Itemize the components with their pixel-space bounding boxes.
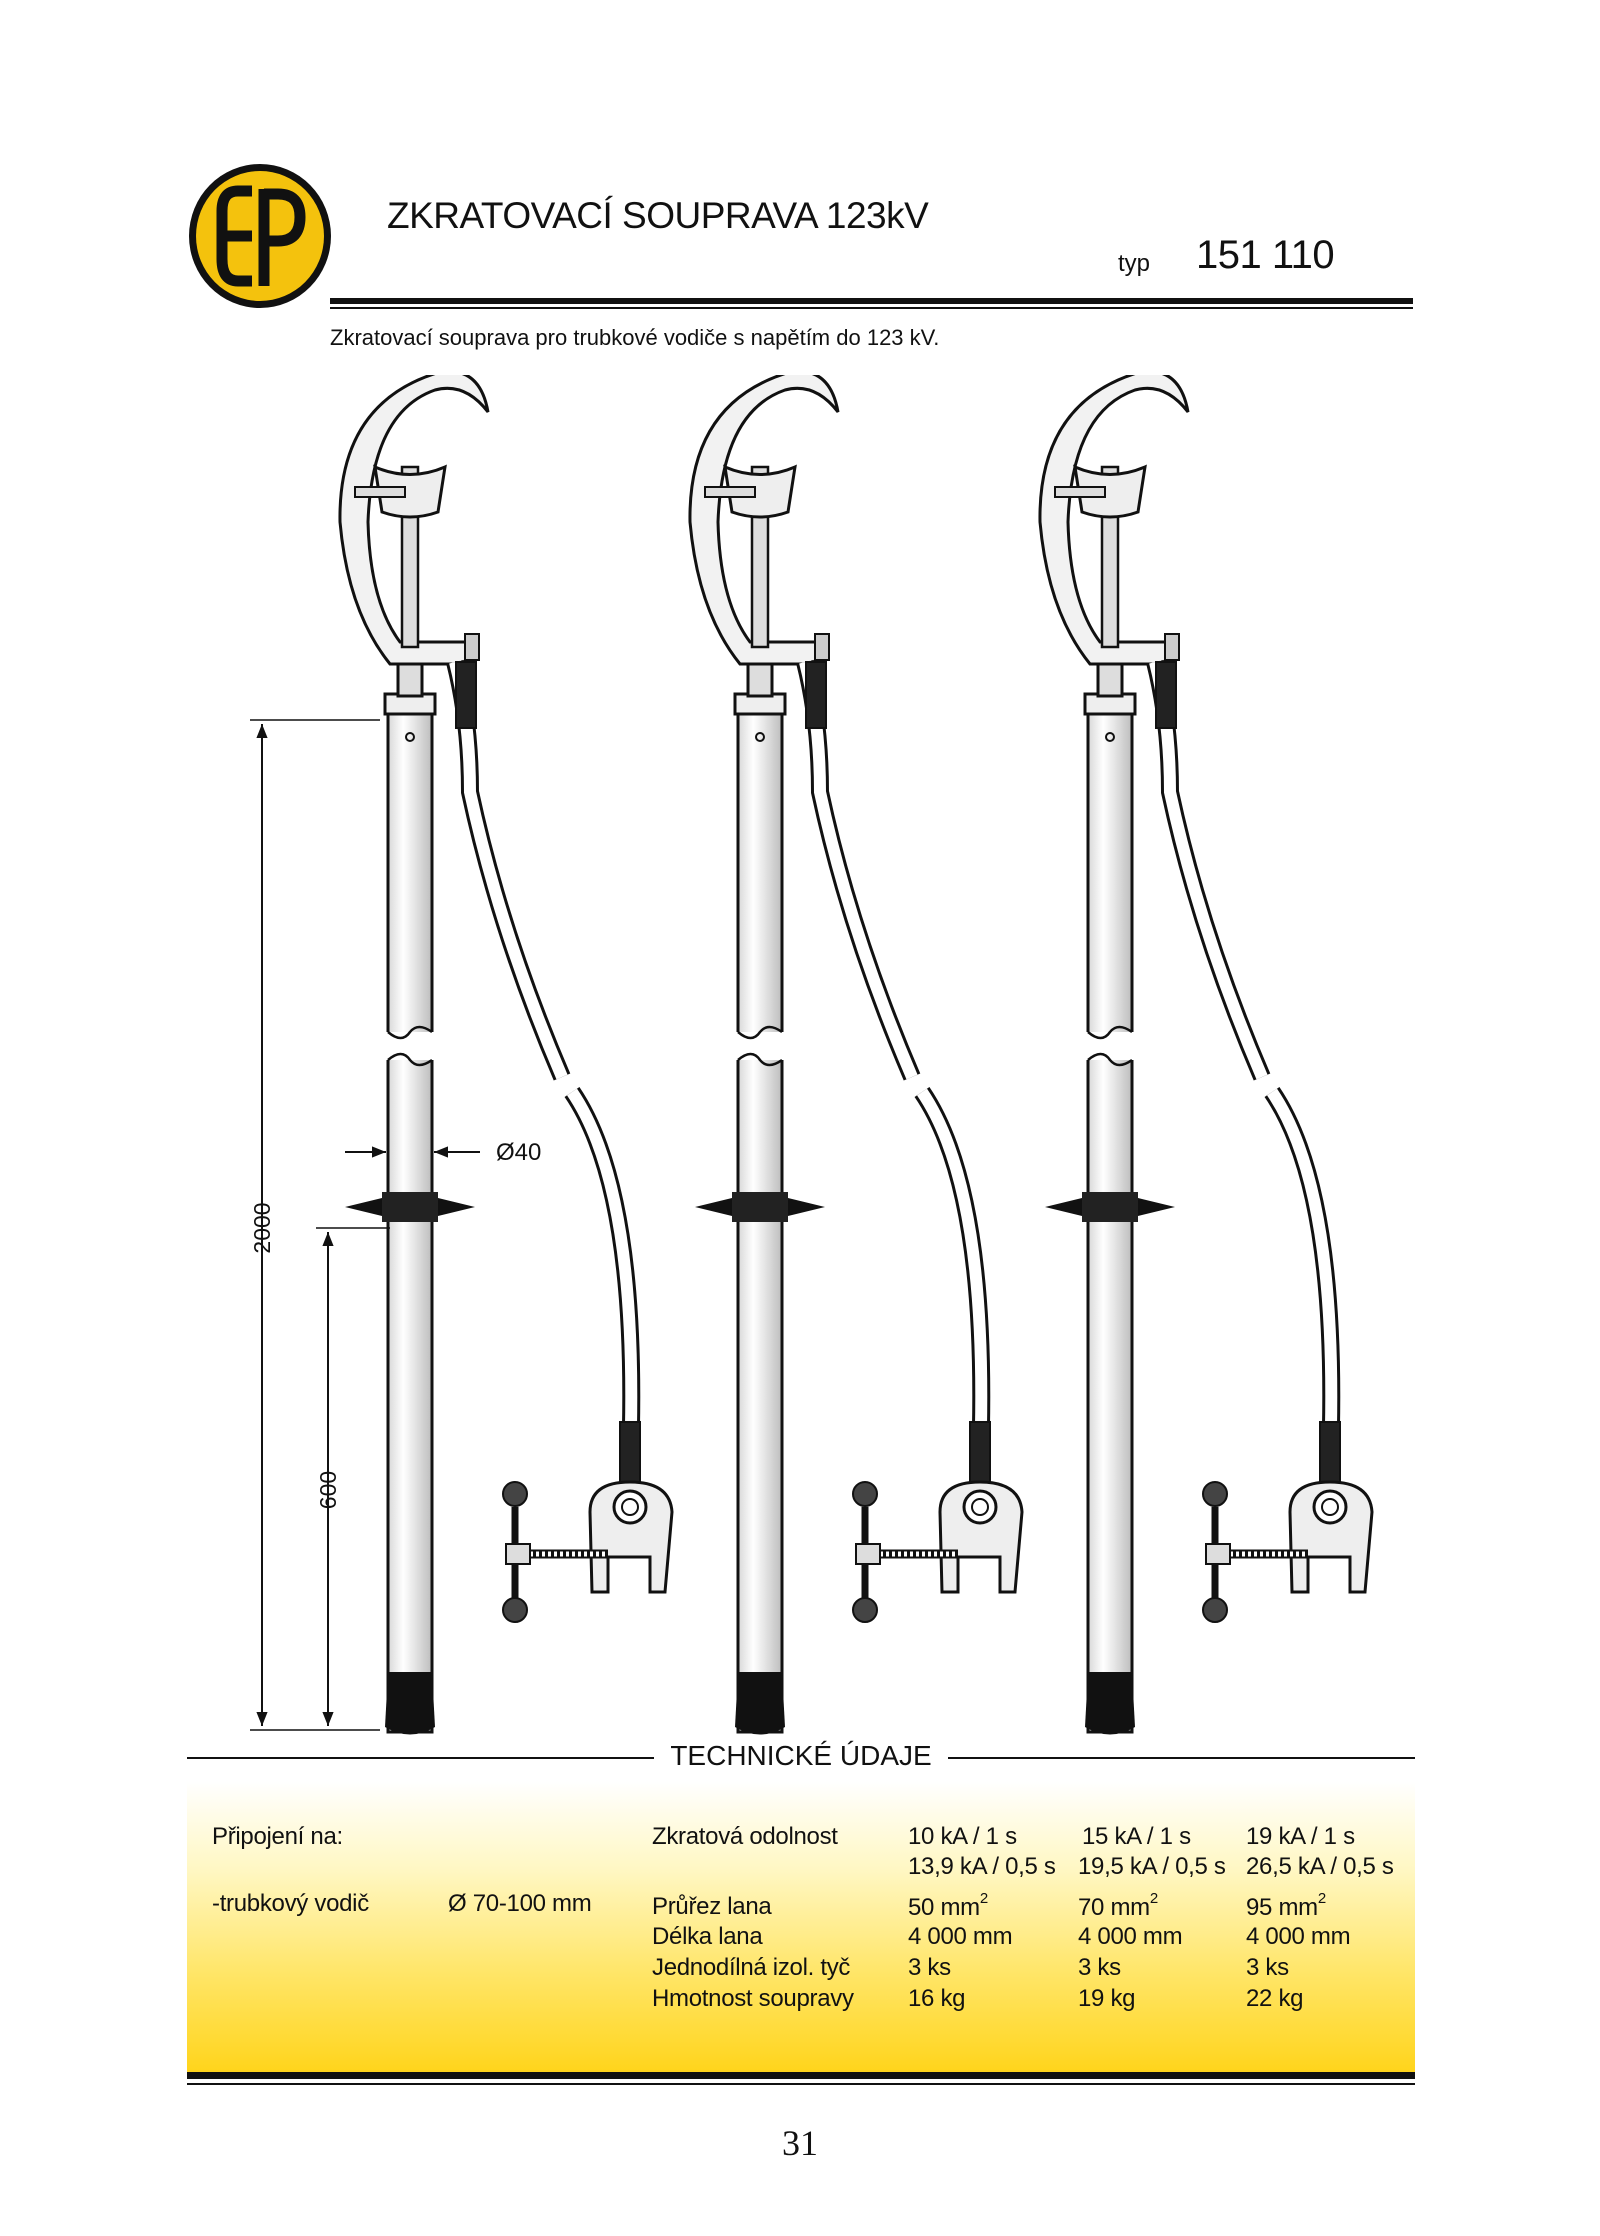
dimension-total-label: 2000 <box>249 1202 275 1253</box>
header-rule-thin <box>330 307 1413 309</box>
row-label-short-circuit: Zkratová odolnost <box>652 1823 838 1850</box>
v1-weight: 16 kg <box>908 1985 966 2012</box>
v2-weight: 19 kg <box>1078 1985 1136 2012</box>
v3-short-circuit-1s: 19 kA / 1 s <box>1246 1823 1355 1850</box>
v3-rods: 3 ks <box>1246 1954 1289 1981</box>
v3-short-circuit-05s: 26,5 kA / 0,5 s <box>1246 1853 1394 1880</box>
diameter-label: Ø40 <box>496 1139 541 1166</box>
conductor-label: -trubkový vodič <box>212 1890 369 1917</box>
section-title: TECHNICKÉ ÚDAJE <box>670 1740 932 1771</box>
dimension-lower-label: 600 <box>315 1471 341 1509</box>
v3-rope-length: 4 000 mm <box>1246 1923 1351 1950</box>
device-right <box>1040 375 1372 1735</box>
v3-weight: 22 kg <box>1246 1985 1304 2012</box>
connection-label: Připojení na: <box>212 1823 343 1850</box>
device-middle <box>690 375 1022 1735</box>
page-title: ZKRATOVACÍ SOUPRAVA 123kV <box>387 195 929 236</box>
row-label-cross-section: Průřez lana <box>652 1893 772 1920</box>
conductor-value: Ø 70-100 mm <box>448 1890 592 1917</box>
footer-rule-thin <box>187 2083 1415 2085</box>
v2-short-circuit-1s: 15 kA / 1 s <box>1082 1823 1191 1850</box>
section-rule-left <box>187 1757 654 1759</box>
footer-rule <box>187 2072 1415 2079</box>
v2-cross-section: 70 mm2 <box>1078 1890 1158 1921</box>
v2-rope-length: 4 000 mm <box>1078 1923 1183 1950</box>
row-label-rods: Jednodílná izol. tyč <box>652 1954 851 1981</box>
v2-rods: 3 ks <box>1078 1954 1121 1981</box>
section-rule-right <box>948 1757 1415 1759</box>
v1-rods: 3 ks <box>908 1954 951 1981</box>
v1-short-circuit-05s: 13,9 kA / 0,5 s <box>908 1853 1056 1880</box>
device-left <box>340 375 672 1735</box>
page-number: 31 <box>782 2123 818 2163</box>
technical-drawing: 2000 600 Ø40 <box>249 375 1600 1745</box>
v1-cross-section: 50 mm2 <box>908 1890 988 1921</box>
row-label-weight: Hmotnost soupravy <box>652 1985 854 2012</box>
type-label: typ <box>1118 250 1151 277</box>
type-number: 151 110 <box>1196 233 1335 277</box>
v1-rope-length: 4 000 mm <box>908 1923 1013 1950</box>
ep-logo <box>189 164 331 308</box>
description: Zkratovací souprava pro trubkové vodiče … <box>330 325 940 350</box>
v1-short-circuit-1s: 10 kA / 1 s <box>908 1823 1017 1850</box>
row-label-rope-length: Délka lana <box>652 1923 763 1950</box>
header-rule <box>330 298 1413 304</box>
v3-cross-section: 95 mm2 <box>1246 1890 1326 1921</box>
spec-panel <box>187 1782 1415 2079</box>
v2-short-circuit-05s: 19,5 kA / 0,5 s <box>1078 1853 1226 1880</box>
